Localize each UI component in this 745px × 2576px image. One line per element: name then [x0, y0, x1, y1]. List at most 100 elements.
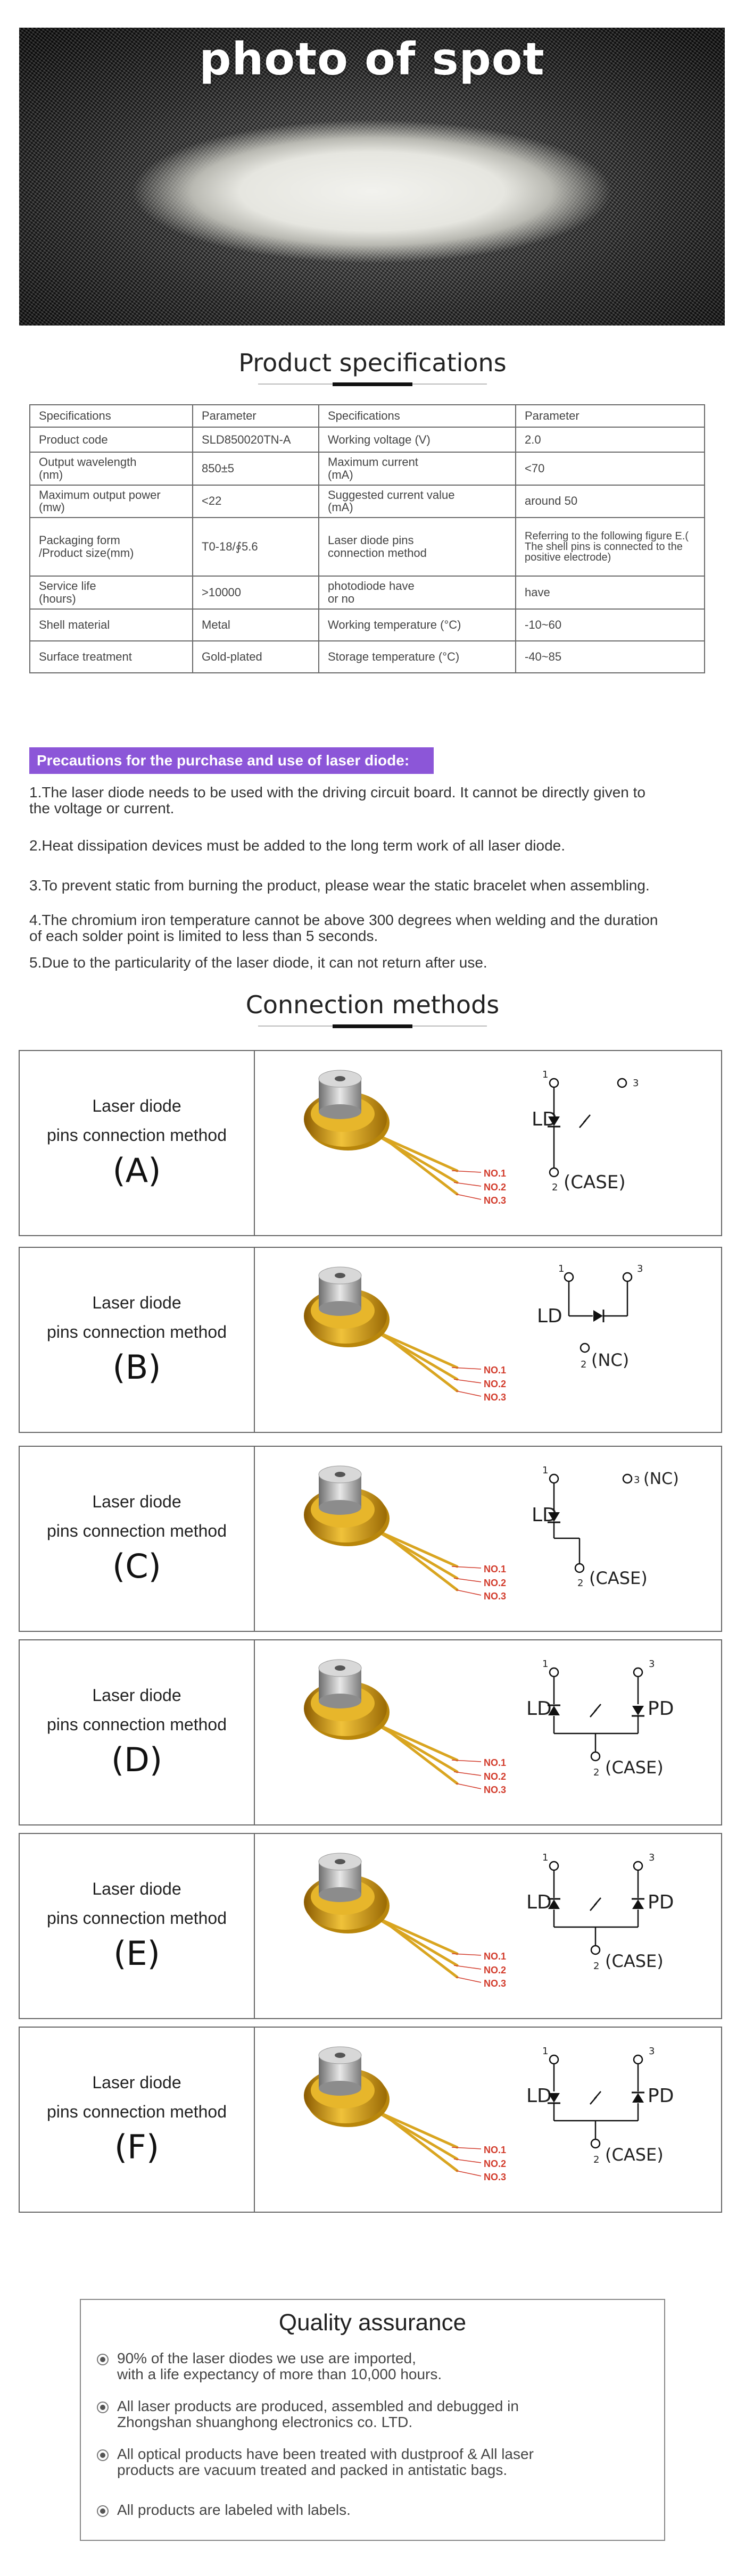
pin-number: 1: [542, 1658, 548, 1670]
spec-cell: -10~60: [515, 608, 705, 641]
precaution-item: 1.The laser diode needs to be used with …: [29, 784, 646, 817]
quality-item-text: All optical products have been treated w…: [117, 2446, 534, 2479]
pin-label: NO.3: [484, 2172, 506, 2182]
pin-label: NO.2: [484, 1965, 506, 1975]
cap-window: [335, 1665, 345, 1671]
method-letter: (F): [114, 2128, 160, 2166]
method-line2: pins connection method: [47, 2102, 227, 2121]
schematic: 13(NC)LD2(CASE): [532, 1465, 679, 1589]
gold-lead: [371, 2105, 459, 2172]
nc-label: (NC): [643, 1470, 679, 1488]
pin-label: NO.2: [484, 2158, 506, 2169]
connection-heading: Connection methods: [0, 990, 745, 1028]
pin-number: 2: [581, 1359, 586, 1370]
cap-bottom: [319, 1887, 361, 1902]
spec-cell: Working temperature (°C): [318, 608, 516, 641]
photodiode-icon: [632, 1706, 644, 1715]
spec-cell: T0-18/∮5.6: [192, 517, 319, 577]
divider: [254, 1447, 255, 1631]
laser-diode-icon: [593, 1310, 603, 1322]
method-line2: pins connection method: [47, 1126, 227, 1145]
cap-bottom: [319, 1301, 361, 1316]
spec-cell: Referring to the following figure E.( Th…: [515, 517, 705, 577]
quality-title: Quality assurance: [278, 2310, 467, 2336]
pin-terminal: [549, 1473, 559, 1484]
pin-label: NO.1: [484, 2145, 506, 2155]
cap-window: [335, 1472, 345, 1477]
pin-leader-line: [456, 1194, 482, 1200]
ld-label: LD: [537, 1305, 562, 1327]
pin-label: NO.3: [484, 1195, 506, 1206]
method-line2: pins connection method: [47, 1715, 227, 1734]
connection-diagram: 13(NC)LD2(CASE)NO.1NO.2NO.3: [304, 1465, 679, 1602]
spec-cell: -40~85: [515, 640, 705, 673]
quality-assurance-box: Quality assurance 90% of the laser diode…: [80, 2299, 665, 2541]
spot-photo: photo of spot: [19, 28, 725, 326]
spec-cell: Product code: [29, 427, 193, 453]
spec-cell: Output wavelength (nm): [29, 452, 193, 486]
pin-number: 1: [558, 1263, 564, 1274]
method-line2: pins connection method: [47, 1908, 227, 1928]
method-line1: Laser diode: [92, 1879, 181, 1898]
photodiode-icon: [632, 1899, 644, 1909]
spec-cell: Gold-plated: [192, 640, 319, 673]
spec-cell: around 50: [515, 484, 705, 518]
method-line2: pins connection method: [47, 1521, 227, 1540]
pin-label: NO.2: [484, 1771, 506, 1782]
divider: [254, 1834, 255, 2018]
pin-terminal: [590, 1945, 601, 1955]
cap-bottom: [319, 1104, 361, 1119]
spec-cell: Maximum current (mA): [318, 452, 516, 486]
quality-item-text: 90% of the laser diodes we use are impor…: [117, 2350, 442, 2383]
pin-terminal: [549, 1167, 559, 1178]
pin-terminal: [622, 1473, 633, 1484]
quality-item: All optical products have been treated w…: [97, 2446, 649, 2479]
lightning-arrow-icon: [579, 1114, 591, 1128]
spec-cell: SLD850020TN-A: [192, 427, 319, 453]
laser-diode-photo: NO.1NO.2NO.3: [304, 1465, 506, 1602]
lightning-arrow-icon: [590, 2091, 601, 2105]
specs-heading-text: Product specifications: [238, 348, 507, 377]
pin-number: 2: [552, 1182, 558, 1193]
pin-leader-line: [453, 1379, 482, 1383]
method-line1: Laser diode: [92, 1096, 181, 1115]
precaution-item: 5.Due to the particularity of the laser …: [29, 954, 487, 971]
pin-number: 3: [649, 1658, 655, 1670]
spec-cell: >10000: [192, 576, 319, 610]
pin-number: 3: [649, 2046, 655, 2057]
spec-header-cell: Parameter: [192, 404, 319, 428]
pin-number: 2: [593, 1961, 599, 1972]
spec-cell: Maximum output power (mw): [29, 484, 193, 518]
laser-diode-photo: NO.1NO.2NO.3: [304, 1070, 506, 1206]
spec-cell: 850±5: [192, 452, 319, 486]
laser-diode-icon: [548, 1706, 560, 1715]
pin-terminal: [622, 1272, 633, 1282]
pin-number: 2: [577, 1578, 583, 1589]
spec-cell: Packaging form /Product size(mm): [29, 517, 193, 577]
heading-underline-accent: [333, 382, 412, 386]
pin-number: 1: [542, 2046, 548, 2057]
pd-label: PD: [648, 1891, 674, 1913]
method-line1: Laser diode: [92, 1293, 181, 1312]
pin-number: 3: [634, 1474, 640, 1486]
pin-leader-line: [456, 1589, 482, 1596]
laser-diode-icon: [548, 1512, 560, 1522]
pin-leader-line: [451, 2147, 482, 2149]
pin-terminal: [633, 2054, 643, 2065]
pin-leader-line: [456, 2170, 482, 2177]
pin-number: 1: [542, 1069, 548, 1080]
pin-label: NO.1: [484, 1564, 506, 1574]
bullet-icon: [97, 2402, 109, 2413]
